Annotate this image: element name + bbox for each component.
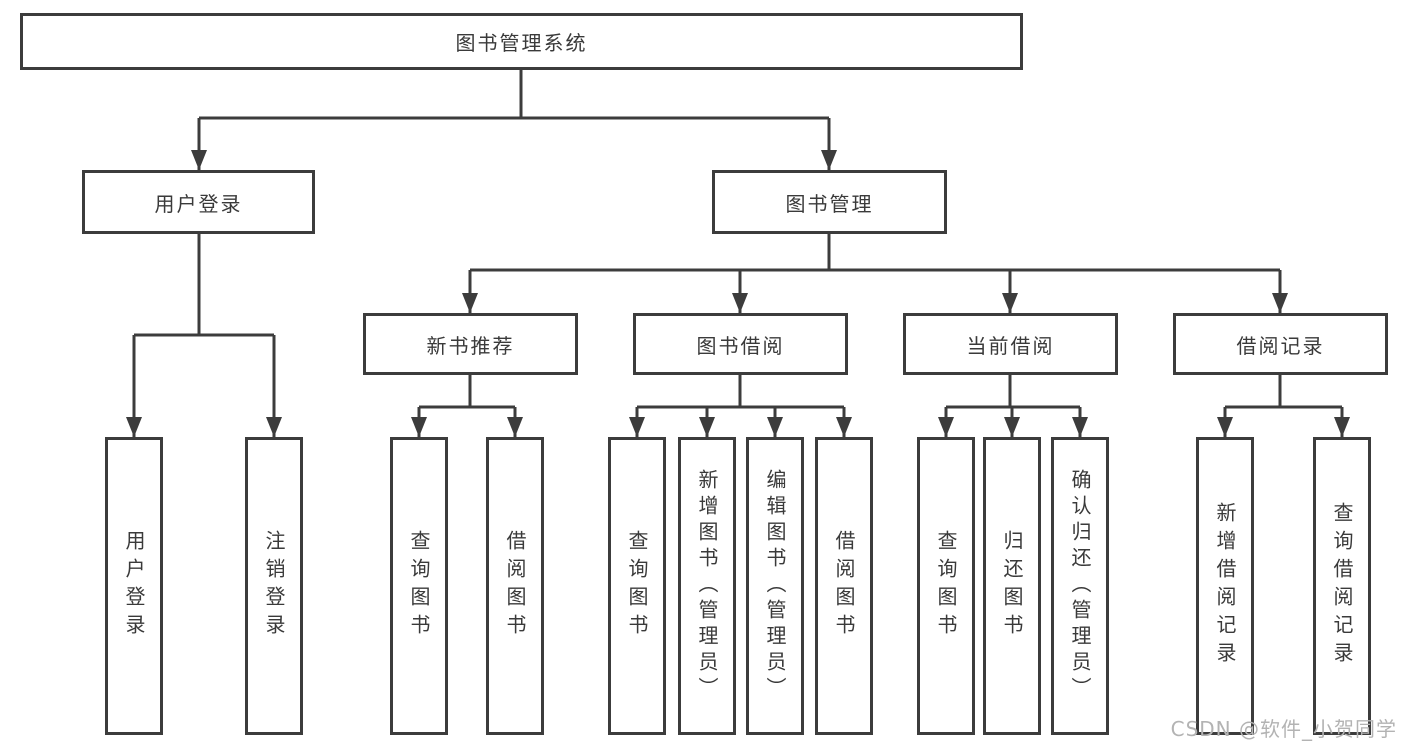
leaf-borrow-books-recommend: 借阅图书 (486, 437, 544, 735)
node-user-login: 用户登录 (82, 170, 315, 234)
leaf-query-books-borrowing: 查询图书 (608, 437, 666, 735)
leaf-query-borrow-record: 查询借阅记录 (1313, 437, 1371, 735)
node-library-management-system: 图书管理系统 (20, 13, 1023, 70)
leaf-add-borrow-record: 新增借阅记录 (1196, 437, 1254, 735)
leaf-query-books-recommend: 查询图书 (390, 437, 448, 735)
leaf-confirm-return-admin: 确认归还（管理员） (1051, 437, 1109, 735)
node-current-borrowing: 当前借阅 (903, 313, 1118, 375)
leaf-return-book: 归还图书 (983, 437, 1041, 735)
leaf-user-login: 用户登录 (105, 437, 163, 735)
node-borrowing-records: 借阅记录 (1173, 313, 1388, 375)
node-new-book-recommendation: 新书推荐 (363, 313, 578, 375)
leaf-borrow-books-borrowing: 借阅图书 (815, 437, 873, 735)
leaf-query-books-current: 查询图书 (917, 437, 975, 735)
node-book-borrowing: 图书借阅 (633, 313, 848, 375)
node-book-management: 图书管理 (712, 170, 947, 234)
leaf-edit-book-admin: 编辑图书（管理员） (746, 437, 804, 735)
leaf-logout: 注销登录 (245, 437, 303, 735)
csdn-watermark: CSDN @软件_小贺同学 (1170, 717, 1397, 741)
leaf-add-book-admin: 新增图书（管理员） (678, 437, 736, 735)
